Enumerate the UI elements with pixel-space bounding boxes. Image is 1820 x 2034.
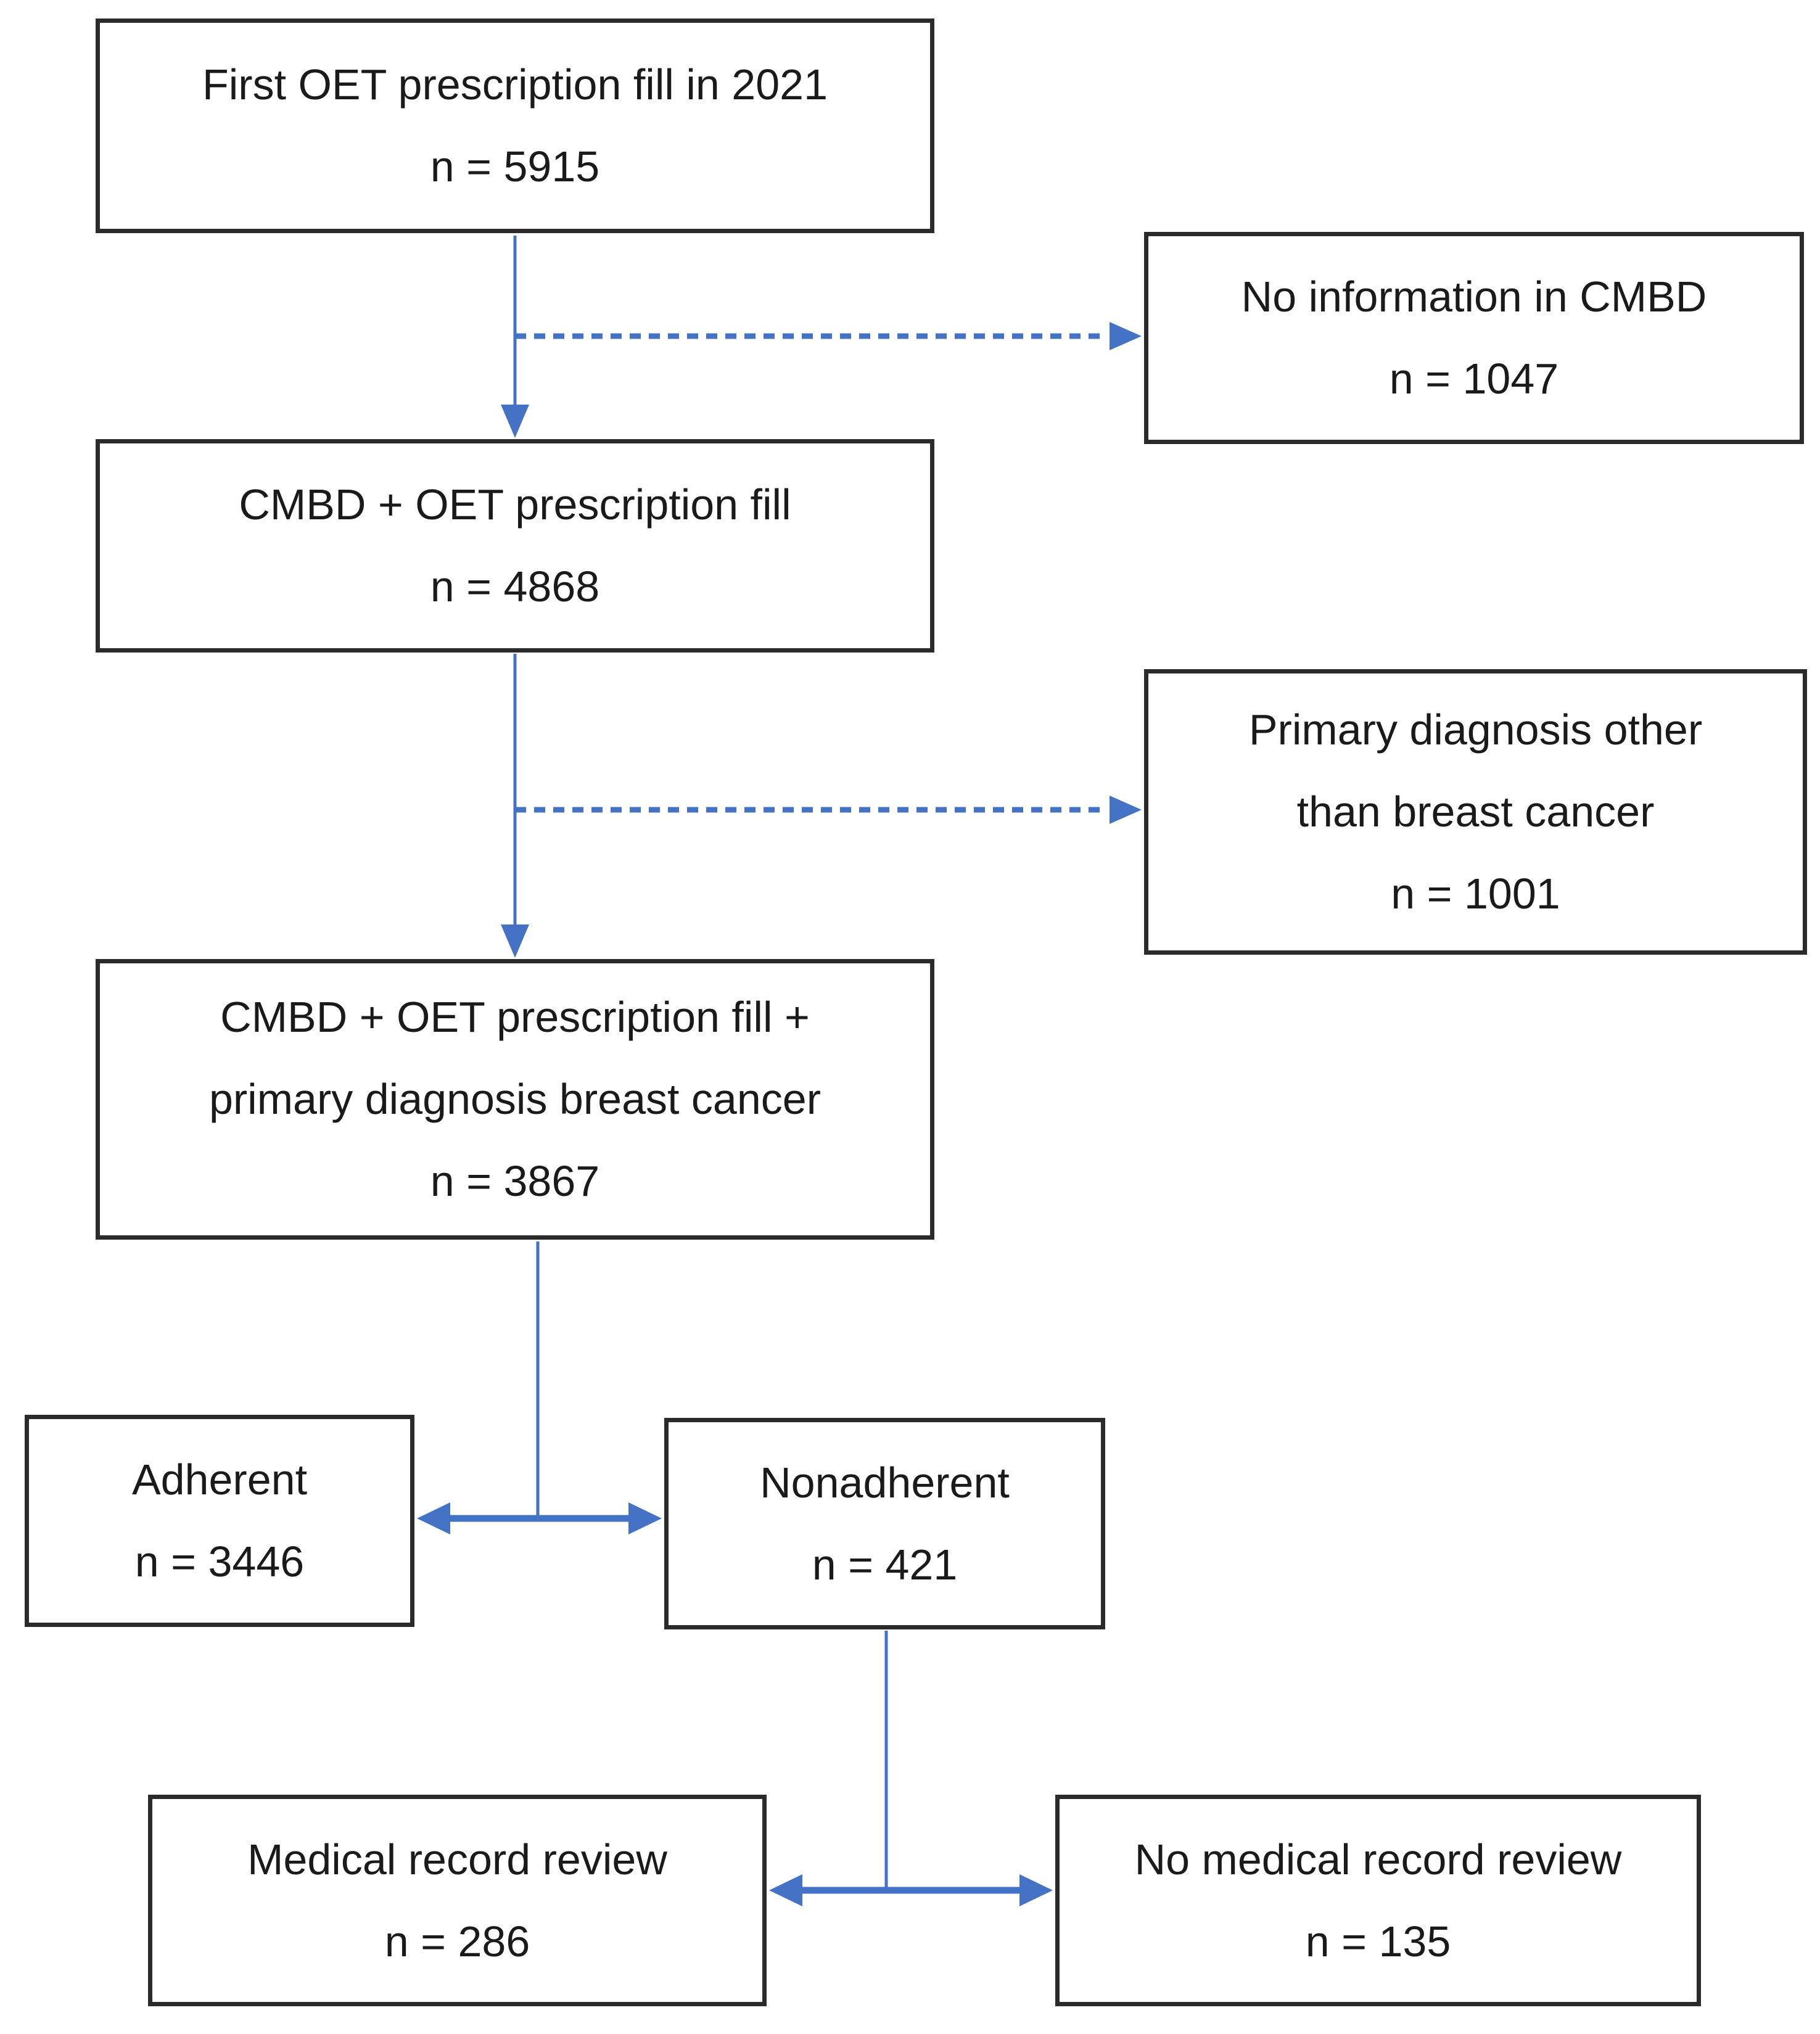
- box-medical-record-review: Medical record review n = 286: [148, 1795, 767, 2006]
- box-n-value: n = 135: [1305, 1917, 1451, 1966]
- box-n-value: n = 1001: [1391, 870, 1560, 918]
- box-label-line: than breast cancer: [1296, 788, 1655, 836]
- box-label-line: No medical record review: [1134, 1835, 1622, 1884]
- box-n-value: n = 5915: [430, 142, 600, 191]
- box-n-value: n = 4868: [430, 562, 600, 611]
- box-label-line: CMBD + OET prescription fill +: [220, 993, 810, 1041]
- box-n-value: n = 286: [384, 1917, 530, 1966]
- box-label-line: No information in CMBD: [1241, 273, 1707, 321]
- box-n-value: n = 3867: [430, 1157, 600, 1205]
- box-label-line: Primary diagnosis other: [1248, 706, 1703, 754]
- box-first-oet-fill: First OET prescription fill in 2021 n = …: [96, 19, 934, 233]
- box-cmbd-oet-breast-cancer: CMBD + OET prescription fill + primary d…: [96, 959, 934, 1240]
- box-label-line: Adherent: [131, 1456, 308, 1504]
- arrowhead-left-adherent: [417, 1502, 450, 1534]
- arrowhead-right-1: [1110, 322, 1142, 350]
- box-label-line: primary diagnosis breast cancer: [208, 1075, 821, 1123]
- box-no-information-cmbd: No information in CMBD n = 1047: [1144, 232, 1804, 444]
- arrowhead-right-2: [1110, 796, 1142, 824]
- box-adherent: Adherent n = 3446: [25, 1415, 414, 1627]
- arrowhead-down-2: [501, 924, 529, 958]
- box-n-value: n = 1047: [1389, 355, 1559, 403]
- box-label-line: CMBD + OET prescription fill: [239, 480, 791, 529]
- box-n-value: n = 421: [812, 1540, 958, 1589]
- arrowhead-right-no-record-review: [1019, 1874, 1053, 1906]
- box-cmbd-oet-fill: CMBD + OET prescription fill n = 4868: [96, 439, 934, 653]
- arrowhead-down-1: [501, 405, 529, 438]
- box-no-medical-record-review: No medical record review n = 135: [1055, 1795, 1701, 2006]
- box-label-line: Medical record review: [247, 1835, 667, 1884]
- box-n-value: n = 3446: [134, 1538, 305, 1586]
- arrowhead-left-record-review: [769, 1874, 802, 1906]
- box-label-line: First OET prescription fill in 2021: [202, 60, 828, 109]
- box-nonadherent: Nonadherent n = 421: [664, 1418, 1105, 1629]
- box-label-line: Nonadherent: [760, 1458, 1010, 1507]
- box-primary-diagnosis-other: Primary diagnosis other than breast canc…: [1144, 669, 1807, 955]
- arrowhead-right-nonadherent: [628, 1502, 662, 1534]
